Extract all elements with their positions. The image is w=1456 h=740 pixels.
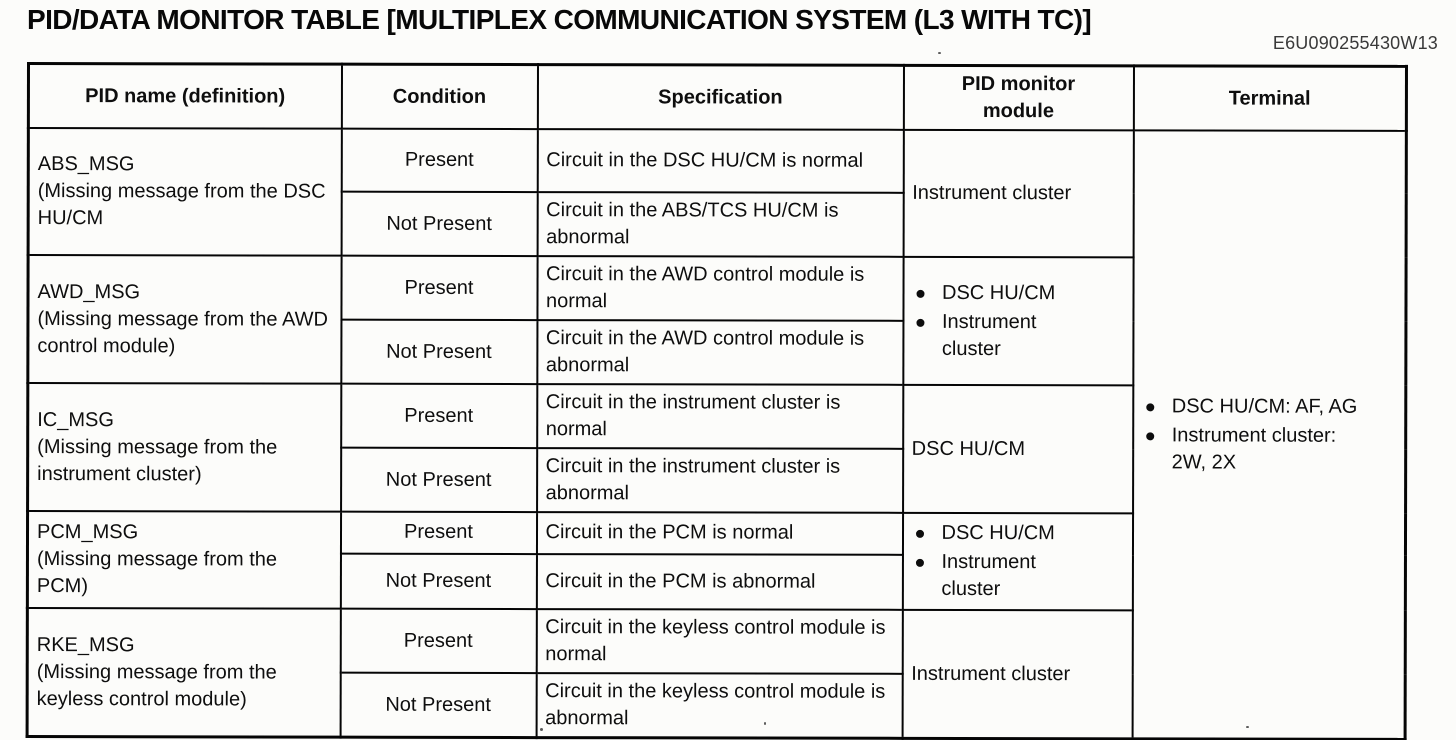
condition-cell: Not Present <box>341 191 538 257</box>
specification-cell: Circuit in the ABS/TCS HU/CM is abnormal <box>537 192 904 257</box>
pid-name-cell-rke-msg: RKE_MSG (Missing message from the keyles… <box>27 608 341 738</box>
pid-name-cell-awd-msg: AWD_MSG (Missing message from the AWD co… <box>27 255 342 384</box>
specification-cell: Circuit in the instrument cluster is nor… <box>536 384 903 449</box>
specification-cell: Circuit in the DSC HU/CM is normal <box>537 129 904 193</box>
monitor-module: DSC HU/CM <box>911 520 1091 547</box>
header-pid-name: PID name (definition) <box>28 63 342 129</box>
monitor-module: Instrument cluster <box>911 549 1091 603</box>
specification-cell: Circuit in the keyless control module is… <box>536 673 903 739</box>
pid-definition: (Missing message from the AWD control mo… <box>37 307 328 357</box>
monitor-module-cell: Instrument cluster <box>902 609 1133 739</box>
specification-cell: Circuit in the instrument cluster is abn… <box>536 448 903 513</box>
header-row: PID name (definition) Condition Specific… <box>28 63 1407 131</box>
condition-cell: Not Present <box>340 319 537 385</box>
monitor-module-cell: DSC HU/CM Instrument cluster <box>902 512 1133 611</box>
pid-definition: (Missing message from the keyless contro… <box>36 660 277 710</box>
header-specification: Specification <box>537 64 904 130</box>
specification-cell: Circuit in the AWD control module is abn… <box>536 320 903 385</box>
specification-cell: Circuit in the PCM is abnormal <box>536 553 903 610</box>
pid-data-monitor-table: PID name (definition) Condition Specific… <box>25 62 1408 740</box>
monitor-module-list: DSC HU/CM Instrument cluster <box>912 279 1124 362</box>
pid-definition: (Missing message from the DSC HU/CM <box>37 180 326 230</box>
pid-name: RKE_MSG <box>36 633 135 656</box>
monitor-module: Instrument cluster <box>912 181 1072 205</box>
scan-speck <box>1246 726 1249 728</box>
monitor-module-cell: DSC HU/CM <box>902 384 1133 514</box>
specification-cell: Circuit in the AWD control module is nor… <box>536 256 904 321</box>
pid-name: IC_MSG <box>37 408 114 431</box>
scan-speck <box>764 722 766 725</box>
condition-cell: Present <box>340 383 537 449</box>
page-title: PID/DATA MONITOR TABLE [MULTIPLEX COMMUN… <box>27 4 1092 35</box>
terminal-item: Instrument cluster: 2W, 2X <box>1142 422 1372 476</box>
pid-name-cell-ic-msg: IC_MSG (Missing message from the instrum… <box>27 383 341 512</box>
terminal-list: DSC HU/CM: AF, AG Instrument cluster: 2W… <box>1142 393 1397 477</box>
pid-name-cell-abs-msg: ABS_MSG (Missing message from the DSC HU… <box>28 128 342 256</box>
header-condition: Condition <box>341 64 538 130</box>
specification-cell: Circuit in the keyless control module is… <box>536 609 903 674</box>
header-terminal: Terminal <box>1133 65 1407 131</box>
condition-cell: Present <box>340 608 537 674</box>
pid-name-cell-pcm-msg: PCM_MSG (Missing message from the PCM) <box>27 511 341 609</box>
condition-cell: Not Present <box>340 447 537 513</box>
pid-name: AWD_MSG <box>37 280 141 303</box>
terminal-item: DSC HU/CM: AF, AG <box>1142 393 1372 420</box>
condition-cell: Not Present <box>340 672 537 738</box>
scan-speck <box>540 728 543 731</box>
condition-cell: Not Present <box>340 553 537 610</box>
table-row: ABS_MSG (Missing message from the DSC HU… <box>28 128 1407 740</box>
pid-name: PCM_MSG <box>36 521 139 544</box>
monitor-module: DSC HU/CM <box>912 279 1092 306</box>
monitor-module: DSC HU/CM <box>911 437 1026 460</box>
condition-cell: Present <box>341 128 538 193</box>
condition-cell: Present <box>340 255 538 321</box>
terminal-cell: DSC HU/CM: AF, AG Instrument cluster: 2W… <box>1132 130 1407 740</box>
specification-cell: Circuit in the PCM is normal <box>536 512 903 555</box>
monitor-module-list: DSC HU/CM Instrument cluster <box>911 520 1123 603</box>
condition-cell: Present <box>340 511 537 554</box>
pid-definition: (Missing message from the instrument clu… <box>37 435 278 485</box>
scan-speck <box>938 52 941 54</box>
monitor-module: Instrument cluster <box>912 308 1092 362</box>
pid-data-monitor-table-wrapper: PID name (definition) Condition Specific… <box>25 62 1408 740</box>
pid-name: ABS_MSG <box>37 153 135 176</box>
monitor-module: Instrument cluster <box>911 662 1071 685</box>
header-pid-monitor-module: PID monitor module <box>903 65 1134 131</box>
monitor-module-cell: Instrument cluster <box>903 129 1134 258</box>
pid-definition: (Missing message from the PCM) <box>36 548 278 598</box>
monitor-module-cell: DSC HU/CM Instrument cluster <box>902 256 1134 386</box>
document-reference-code: E6U090255430W13 <box>1272 33 1438 53</box>
